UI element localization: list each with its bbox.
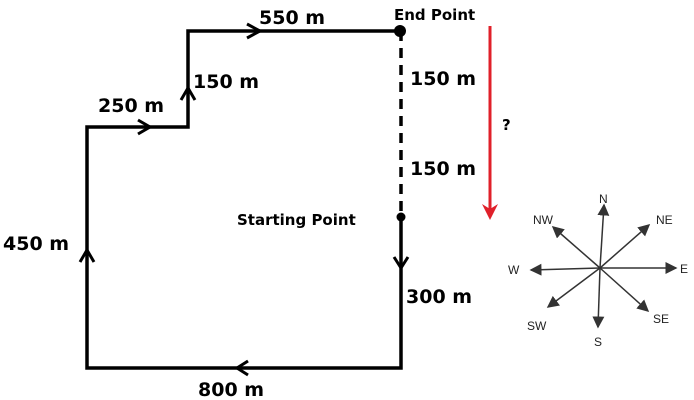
end-point-label: End Point [394,6,475,24]
label-550m: 550 m [259,7,325,29]
arrow-west-icon [234,359,249,377]
arrow-south-icon [392,256,410,271]
label-800m: 800 m [198,379,264,400]
compass-e: E [680,262,688,276]
compass-n: N [599,192,608,206]
compass-w: W [508,263,520,277]
label-dashed-150m-upper: 150 m [410,68,476,90]
label-450m: 450 m [3,233,69,255]
arrow-east-icon [137,118,153,136]
compass-se: SE [653,312,669,326]
start-point-dot [396,212,406,222]
label-250m: 250 m [98,95,164,117]
compass-rose [529,203,678,329]
compass-s: S [594,335,602,349]
compass-sw: SW [527,319,547,333]
start-point-label: Starting Point [237,211,356,229]
arrow-east-icon [246,22,264,40]
compass-ne: NE [656,213,673,227]
walk-path [85,29,403,370]
arrow-north-icon [78,247,96,263]
end-point-dot [394,25,406,37]
label-150m: 150 m [193,71,259,93]
unknown-distance-label: ? [502,116,511,134]
label-300m: 300 m [406,286,472,308]
compass-nw: NW [533,213,554,227]
answer-arrowhead-icon [482,204,498,220]
direction-arrows [78,22,410,377]
arrow-north-icon [179,85,197,101]
label-dashed-150m-lower: 150 m [410,158,476,180]
